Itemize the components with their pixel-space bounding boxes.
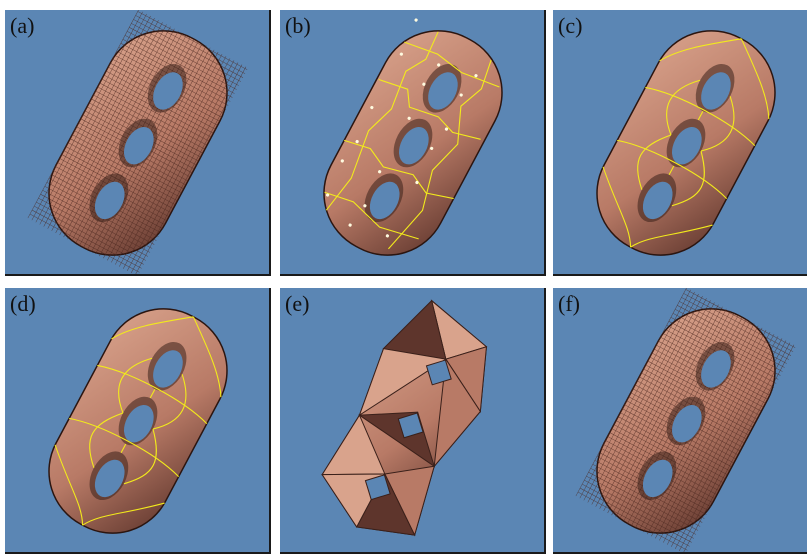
panel-label: (b): [285, 13, 311, 39]
surface-figure: [280, 10, 546, 276]
surface-figure: [280, 288, 546, 554]
surface-figure: [5, 288, 271, 554]
panel-f: (f): [553, 288, 807, 554]
panel-label: (c): [558, 13, 582, 39]
panel-a: (a): [5, 10, 271, 276]
panel-label: (a): [10, 13, 34, 39]
panel-c: (c): [553, 10, 807, 276]
surface-figure: [5, 10, 271, 276]
panel-d: (d): [5, 288, 271, 554]
panel-label: (e): [285, 291, 309, 317]
panel-label: (d): [10, 291, 36, 317]
surface-figure: [553, 288, 807, 554]
panel-label: (f): [558, 291, 580, 317]
surface-figure: [553, 10, 807, 276]
panel-b: (b): [280, 10, 546, 276]
panel-e: (e): [280, 288, 546, 554]
